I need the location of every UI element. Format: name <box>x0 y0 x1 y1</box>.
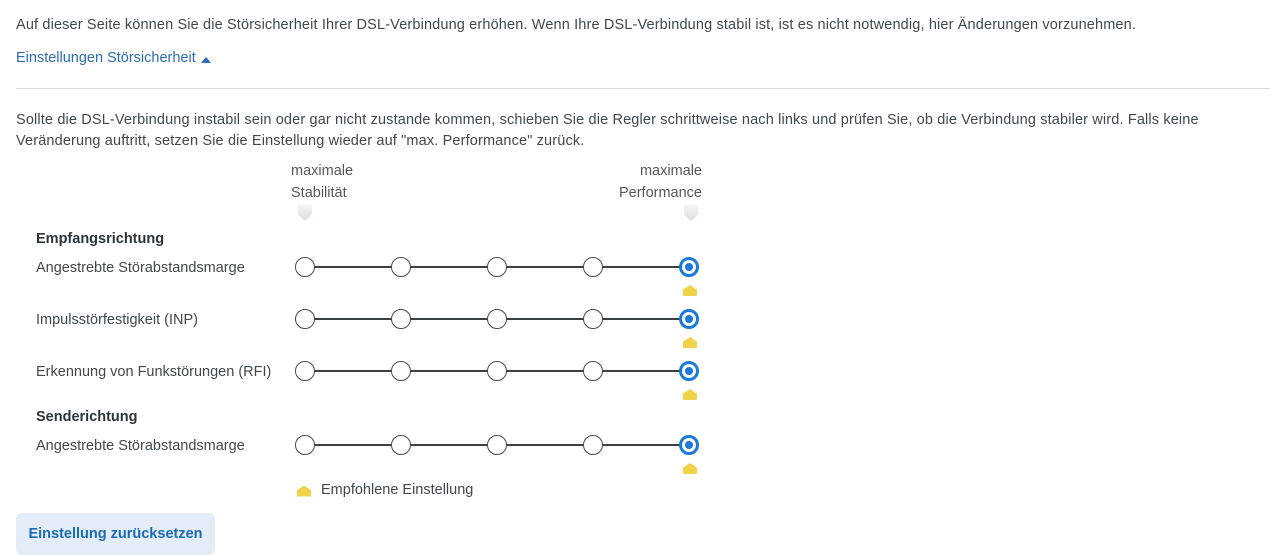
slider-step-3[interactable] <box>583 309 603 329</box>
slider-step-4[interactable] <box>679 257 699 277</box>
section-divider <box>16 88 1270 89</box>
row-label-rx-snr-margin: Angestrebte Störabstandsmarge <box>36 260 245 276</box>
recommended-marker-icon-rfi <box>683 389 697 400</box>
recommended-marker-icon-inp <box>683 337 697 348</box>
slider-step-2[interactable] <box>487 309 507 329</box>
slider-tx-snr-margin[interactable] <box>295 435 699 455</box>
column-header-performance-line2: Performance <box>618 185 702 201</box>
slider-step-4[interactable] <box>679 435 699 455</box>
slider-step-0[interactable] <box>295 435 315 455</box>
column-header-stability-line1: maximale <box>291 163 354 179</box>
slider-step-0[interactable] <box>295 361 315 381</box>
column-header-stability-line2: Stabilität <box>291 185 347 201</box>
legend-recommended: Empfohlene Einstellung <box>297 482 473 498</box>
slider-step-2[interactable] <box>487 257 507 277</box>
slider-step-3[interactable] <box>583 361 603 381</box>
slider-step-1[interactable] <box>391 361 411 381</box>
slider-inp[interactable] <box>295 309 699 329</box>
recommended-marker-icon-tx-snr-margin <box>683 463 697 474</box>
chevron-up-icon <box>200 56 211 63</box>
stability-end-marker-icon <box>298 205 312 221</box>
settings-collapse-link-label: Einstellungen Störsicherheit <box>16 50 196 66</box>
reset-settings-button[interactable]: Einstellung zurücksetzen <box>16 513 215 555</box>
row-label-rfi: Erkennung von Funkstörungen (RFI) <box>36 364 272 380</box>
slider-step-1[interactable] <box>391 257 411 277</box>
slider-step-0[interactable] <box>295 257 315 277</box>
row-label-tx-snr-margin: Angestrebte Störabstandsmarge <box>36 438 245 454</box>
slider-rx-snr-margin[interactable] <box>295 257 699 277</box>
slider-step-3[interactable] <box>583 257 603 277</box>
slider-step-3[interactable] <box>583 435 603 455</box>
recommended-marker-icon-rx-snr-margin <box>683 285 697 296</box>
dsl-interference-settings-page: Auf dieser Seite können Sie die Störsich… <box>16 17 1270 555</box>
slider-step-2[interactable] <box>487 435 507 455</box>
hint-text: Sollte die DSL-Verbindung instabil sein … <box>16 112 1199 149</box>
intro-text: Auf dieser Seite können Sie die Störsich… <box>16 17 1137 33</box>
group-title-senderichtung: Senderichtung <box>36 409 138 425</box>
column-header-performance-line1: maximale <box>639 163 702 179</box>
performance-end-marker-icon <box>684 205 698 221</box>
settings-collapse-link[interactable]: Einstellungen Störsicherheit <box>16 49 211 68</box>
legend-label: Empfohlene Einstellung <box>321 482 474 498</box>
slider-step-4[interactable] <box>679 309 699 329</box>
slider-rfi[interactable] <box>295 361 699 381</box>
row-label-inp: Impulsstörfestigkeit (INP) <box>36 312 198 328</box>
column-header-performance: maximale Performance <box>575 160 702 204</box>
slider-step-2[interactable] <box>487 361 507 381</box>
legend-marker-icon <box>297 485 311 497</box>
group-title-empfangsrichtung: Empfangsrichtung <box>36 231 165 247</box>
slider-step-0[interactable] <box>295 309 315 329</box>
column-header-stability: maximale Stabilität <box>291 160 411 204</box>
slider-step-1[interactable] <box>391 435 411 455</box>
slider-step-4[interactable] <box>679 361 699 381</box>
slider-step-1[interactable] <box>391 309 411 329</box>
